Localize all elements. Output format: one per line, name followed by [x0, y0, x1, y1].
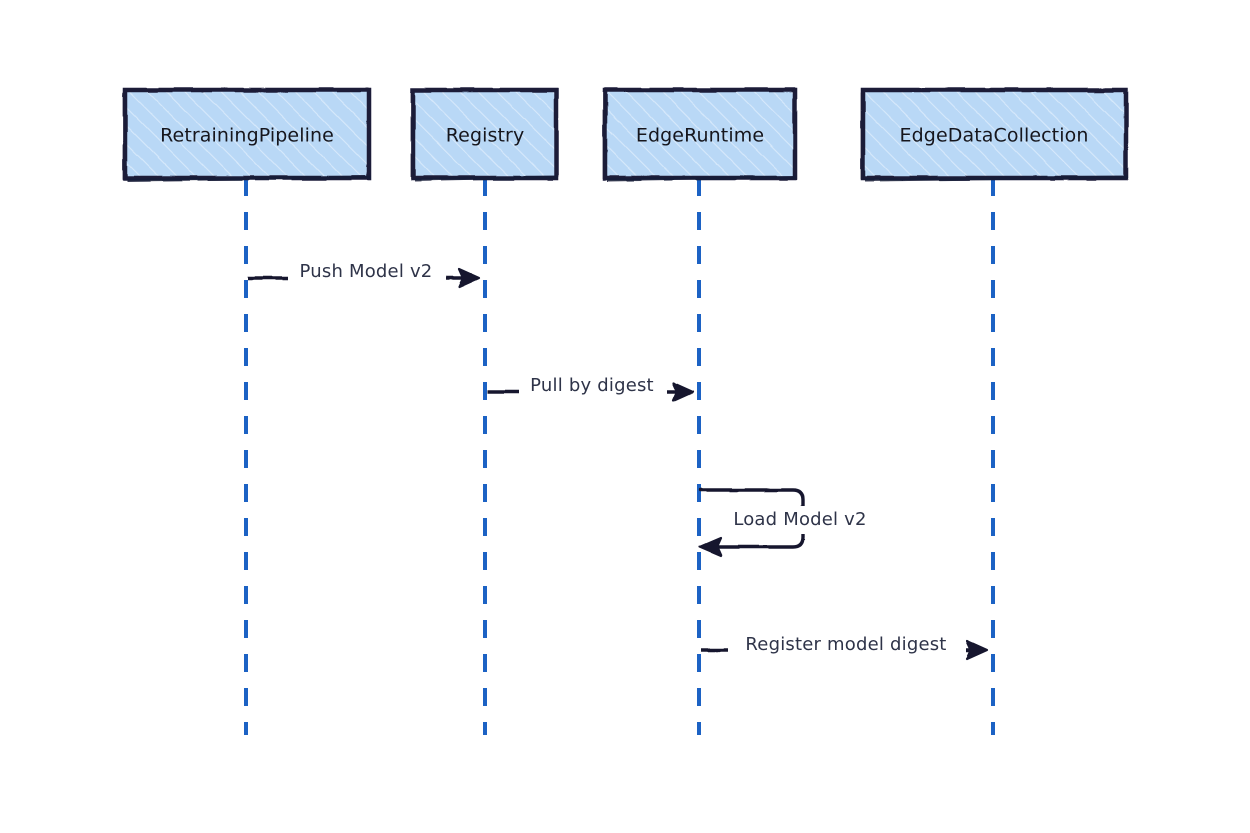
participant-label-retraining-pipeline: RetrainingPipeline: [160, 125, 334, 147]
participant-label-edge-runtime: EdgeRuntime: [636, 125, 764, 147]
message-label-backdrop: [728, 630, 966, 658]
participant-label-edge-data-collection: EdgeDataCollection: [900, 125, 1089, 147]
message-label-backdrop: [519, 372, 667, 400]
message-pull-by-digest[interactable]: Pull by digest: [487, 372, 695, 403]
participant-box-shape: [602, 87, 798, 182]
message-label-register-model-digest: Register model digest: [745, 634, 946, 655]
participant-box-shape: [410, 87, 559, 182]
lifelines-group: [244, 178, 995, 735]
message-label-push-model-v2: Push Model v2: [300, 261, 433, 282]
participant-box-shape: [860, 87, 1129, 182]
participant-edge-data-collection[interactable]: EdgeDataCollection: [860, 87, 1129, 182]
participant-registry[interactable]: Registry: [410, 87, 559, 182]
message-register-model-digest[interactable]: Register model digest: [701, 630, 989, 661]
message-load-model-v2[interactable]: Load Model v2: [698, 488, 886, 558]
participant-box-shape: [122, 87, 372, 182]
message-label-load-model-v2: Load Model v2: [733, 509, 866, 530]
participant-label-registry: Registry: [446, 125, 525, 147]
message-label-pull-by-digest: Pull by digest: [530, 375, 654, 396]
message-label-backdrop: [716, 506, 886, 534]
message-push-model-v2[interactable]: Push Model v2: [248, 258, 481, 289]
message-label-backdrop: [288, 258, 446, 286]
participant-edge-runtime[interactable]: EdgeRuntime: [602, 87, 798, 182]
participant-retraining-pipeline[interactable]: RetrainingPipeline: [122, 87, 372, 182]
